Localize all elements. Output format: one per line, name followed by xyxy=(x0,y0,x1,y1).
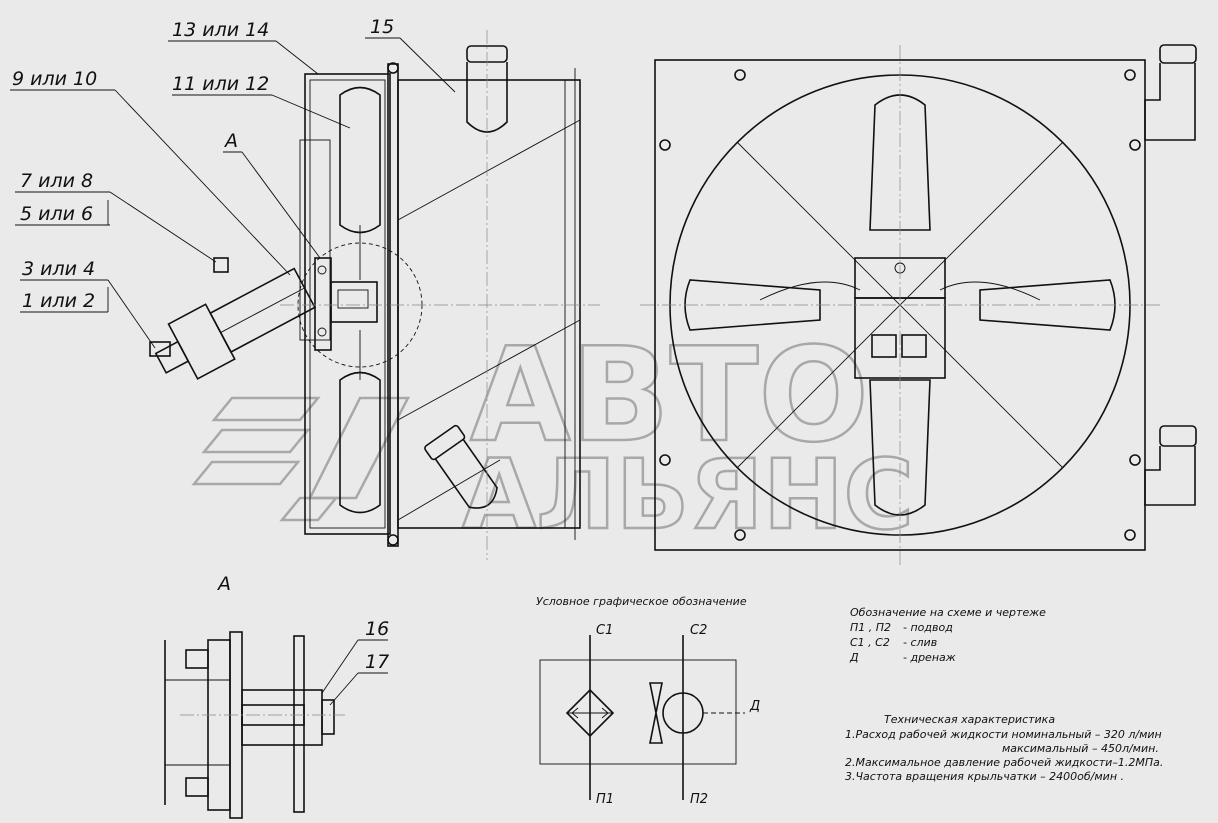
callout-3-4: 3 или 4 xyxy=(22,258,95,280)
callout-9-10: 9 или 10 xyxy=(12,68,97,90)
flange-bolt xyxy=(317,327,327,337)
legend: Обозначение на схеме и чертеже П1 , П2 -… xyxy=(849,606,1046,664)
frame-bolt xyxy=(1124,529,1136,541)
watermark-logo-mark xyxy=(191,396,411,522)
shroud-inner xyxy=(309,79,386,529)
callout-7-8: 7 или 8 xyxy=(20,170,93,192)
hydraulic-motor xyxy=(154,267,316,380)
frame-bolt xyxy=(734,69,746,81)
detail-a-title: А xyxy=(216,573,231,595)
blade-root xyxy=(939,281,1041,301)
outlet-pipe-front-cap xyxy=(1159,425,1197,447)
inlet-pipe-front-cap xyxy=(1159,44,1197,64)
leader-lines xyxy=(10,37,456,349)
radiator-hatch-line xyxy=(397,119,581,221)
specs-line: 2.Максимальное давление рабочей жидкости… xyxy=(845,756,1163,769)
detail-fan-disk xyxy=(293,635,305,813)
leader xyxy=(329,672,359,706)
legend-code: П1 , П2 xyxy=(850,621,891,634)
inlet-fitting xyxy=(149,341,171,357)
legend-desc: - дренаж xyxy=(903,651,956,664)
hub-key xyxy=(337,289,369,309)
callout-17: 17 xyxy=(365,651,389,673)
callout-5-6: 5 или 6 xyxy=(20,203,93,225)
hydraulic-symbol: Условное графическое обозначение С1 С2 П… xyxy=(536,595,760,807)
shroud-frame xyxy=(304,73,391,535)
port-c2: С2 xyxy=(690,623,707,638)
detail-bolt xyxy=(185,777,209,797)
watermark: АВТО АЛЬЯНС xyxy=(191,318,915,552)
specs-line: максимальный – 450л/мин. xyxy=(1002,742,1159,755)
radiator-core xyxy=(397,79,581,529)
watermark-line1: АВТО xyxy=(470,319,869,471)
outlet-pipe-front xyxy=(1144,446,1196,506)
port-d: Д xyxy=(749,699,760,714)
frame-bolt xyxy=(659,139,671,151)
front-view xyxy=(640,44,1197,565)
motor-axis xyxy=(220,287,305,333)
detail-plate xyxy=(229,631,243,819)
frame-bolt xyxy=(1129,454,1141,466)
callout-1-2: 1 или 2 xyxy=(22,290,95,312)
callouts: 13 или 14 15 9 или 10 11 или 12 А 7 или … xyxy=(12,16,394,312)
legend-code: С1 , С2 xyxy=(850,636,890,649)
detail-bolt xyxy=(185,649,209,669)
motor-fitting xyxy=(154,340,190,374)
flange-bolt xyxy=(317,265,327,275)
specs-line: 1.Расход рабочей жидкости номинальный – … xyxy=(845,728,1162,741)
callout-13-14: 13 или 14 xyxy=(172,19,269,41)
legend-desc: - подвод xyxy=(903,621,953,634)
detail-nut xyxy=(321,699,335,735)
legend-title: Обозначение на схеме и чертеже xyxy=(850,606,1046,619)
radiator-hatch-line xyxy=(397,319,581,421)
port-p1: П1 xyxy=(596,792,614,807)
port-fitting xyxy=(901,334,927,358)
port-p2: П2 xyxy=(690,792,708,807)
front-blade-top xyxy=(869,94,931,231)
fan-blade-bottom xyxy=(339,371,381,514)
fan-hub xyxy=(330,281,378,323)
radiator-hatch-line xyxy=(397,459,501,521)
watermark-line2: АЛЬЯНС xyxy=(462,439,914,551)
detail-a-view: А 16 17 xyxy=(164,573,389,819)
symbol-title: Условное графическое обозначение xyxy=(536,595,747,608)
specifications: Техническая характеристика 1.Расход рабо… xyxy=(845,713,1163,783)
specs-title: Техническая характеристика xyxy=(884,713,1055,726)
inlet-pipe-front xyxy=(1144,63,1196,141)
frame-bolt xyxy=(734,529,746,541)
specs-line: 3.Частота вращения крыльчатки – 2400об/м… xyxy=(845,770,1124,783)
heat-exchanger-arrows xyxy=(571,707,609,719)
symbol-box xyxy=(539,659,737,765)
callout-16: 16 xyxy=(365,618,389,640)
drain-fitting xyxy=(213,257,229,273)
flange-bolt xyxy=(387,62,399,74)
side-view xyxy=(149,30,600,560)
callout-15: 15 xyxy=(370,16,394,38)
leader xyxy=(321,639,359,694)
front-blade-left xyxy=(684,279,821,331)
fan-blade-top xyxy=(339,86,381,234)
frame-bolt xyxy=(1129,139,1141,151)
legend-code: Д xyxy=(849,651,859,664)
flange-bolt xyxy=(387,534,399,546)
detail-hub xyxy=(241,689,323,746)
port-fitting xyxy=(871,334,897,358)
blade-root xyxy=(759,281,861,301)
frame-bolt xyxy=(1124,69,1136,81)
port-c1: С1 xyxy=(596,623,613,638)
front-blade-right xyxy=(979,279,1116,331)
fan-symbol xyxy=(649,682,663,744)
front-blade-bottom xyxy=(869,379,931,516)
detail-flange xyxy=(207,639,231,811)
heat-exchanger-symbol xyxy=(565,688,615,738)
frame-bolt xyxy=(659,454,671,466)
callout-a: А xyxy=(223,130,238,152)
legend-desc: - слив xyxy=(903,636,937,649)
outlet-pipe xyxy=(424,424,498,509)
callout-11-12: 11 или 12 xyxy=(172,73,269,95)
front-frame xyxy=(654,59,1146,551)
